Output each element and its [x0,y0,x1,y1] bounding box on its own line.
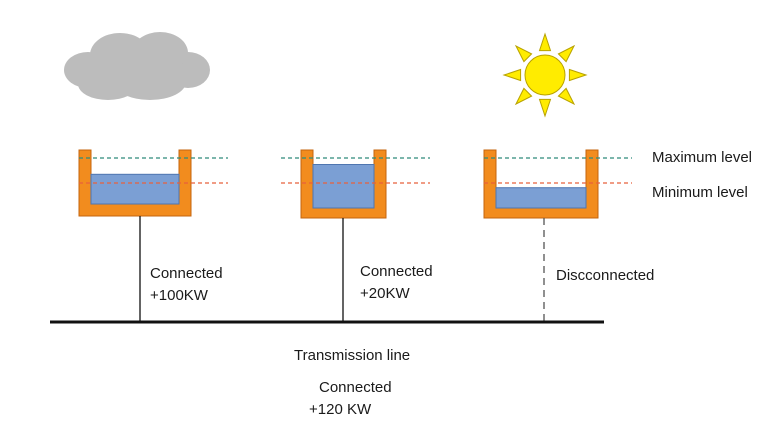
tank-unit-3 [483,149,599,219]
cloud-icon [64,32,210,100]
transmission-power: +120 KW [309,401,372,418]
unit-1-power: +100KW [150,287,209,304]
unit-3-status: Discconnected [556,267,654,284]
sun-ray [514,87,533,106]
tank-water-unit-3 [495,187,587,209]
transmission-line-label: Transmission line [294,347,410,364]
unit-2-status: Connected [360,263,433,280]
sun-ray [514,44,533,63]
sun-ray [538,32,552,52]
sun-ray [568,68,588,82]
unit-2-power: +20KW [360,285,410,302]
sun-ray [538,98,552,118]
unit-1-status: Connected [150,265,223,282]
minimum-level-label: Minimum level [652,184,748,201]
tank-water-unit-1 [90,173,180,205]
sun-ray [502,68,522,82]
tank-unit-2 [300,149,387,219]
transmission-status: Connected [319,379,392,396]
sun-ray [557,44,576,63]
maximum-level-label: Maximum level [652,149,752,166]
tank-unit-1 [78,149,192,217]
sun-ray [557,87,576,106]
sun-icon [502,32,588,118]
tank-water-unit-2 [312,164,375,209]
